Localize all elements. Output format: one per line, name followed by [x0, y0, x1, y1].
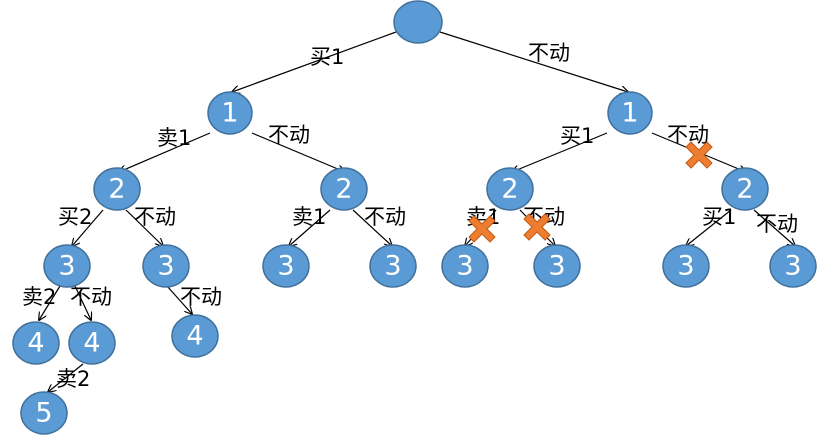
pruned-marks	[468, 141, 713, 243]
edge-l2a-l3b	[125, 209, 163, 246]
cross-icon	[685, 141, 713, 169]
tree-node: 4	[68, 321, 116, 365]
node-label: 3	[58, 251, 75, 282]
tree-node: 1	[207, 91, 253, 135]
edge-label: 不动	[180, 285, 222, 309]
edge-label: 不动	[528, 41, 570, 65]
edge-l4b-l5a	[48, 363, 84, 392]
node-label: 3	[157, 251, 174, 282]
edge-l3b-l4c	[166, 285, 192, 314]
node-label: 2	[335, 174, 352, 205]
edge-label: 卖2	[22, 285, 56, 309]
tree-node: 3	[142, 244, 190, 288]
node-label: 5	[35, 398, 52, 429]
edge-label: 买1	[702, 205, 736, 229]
edge-l1L-l2a	[119, 132, 211, 172]
tree-node: 3	[533, 244, 581, 288]
edge-label: 买2	[58, 205, 92, 229]
node-label: 3	[677, 251, 694, 282]
edge-label: 不动	[268, 123, 310, 147]
tree-node-root	[393, 0, 443, 44]
node-label: 3	[384, 251, 401, 282]
tree-node: 3	[43, 244, 91, 288]
node-label: 1	[621, 98, 638, 129]
tree-node: 2	[721, 167, 769, 211]
tree-node: 3	[441, 244, 489, 288]
edge-l2b-l3d	[352, 209, 392, 246]
edge-root-l1-right	[439, 31, 628, 92]
node-label: 3	[784, 251, 801, 282]
node-label: 3	[277, 251, 294, 282]
node-label: 4	[186, 321, 203, 352]
tree-node: 4	[171, 314, 219, 358]
tree-node: 3	[262, 244, 310, 288]
node-label: 2	[501, 174, 518, 205]
node-label: 1	[221, 98, 238, 129]
edge-l2b-l3c	[289, 209, 331, 246]
edge-label: 卖1	[292, 205, 326, 229]
tree-node: 2	[93, 167, 141, 211]
edge-root-l1-left	[232, 31, 397, 92]
edge-label: 不动	[134, 205, 176, 229]
edge-label: 不动	[70, 285, 112, 309]
edge-label: 买1	[560, 124, 594, 148]
edge-label: 不动	[756, 212, 798, 236]
node-label: 3	[548, 251, 565, 282]
cross-icon	[523, 213, 551, 241]
edge-l3a-l4a	[39, 285, 61, 320]
edge-l1R-l2c	[512, 132, 608, 172]
edge-l2d-l3g	[686, 209, 732, 246]
node-label: 3	[456, 251, 473, 282]
edge-l2a-l3a	[72, 209, 104, 246]
edge-label: 不动	[667, 123, 709, 147]
tree-node: 3	[662, 244, 710, 288]
edge-label: 卖1	[157, 126, 191, 150]
node-label: 4	[83, 328, 100, 359]
edge-l2d-l3h	[753, 209, 795, 246]
tree-node: 4	[12, 321, 60, 365]
nodes: 1 1 2 2 2 2 3 3	[12, 0, 817, 435]
node-label: 4	[27, 328, 44, 359]
edge-l3a-l4b	[74, 285, 91, 320]
edge-label: 不动	[364, 205, 406, 229]
tree-node: 3	[769, 244, 817, 288]
tree-node: 2	[486, 167, 534, 211]
tree-node: 5	[20, 391, 68, 435]
edge-l1L-l2b	[251, 132, 345, 172]
tree-node: 2	[320, 167, 368, 211]
edge-label: 买1	[310, 45, 344, 69]
edge-label: 卖2	[56, 367, 90, 391]
tree-node: 1	[607, 91, 653, 135]
tree-node: 3	[369, 244, 417, 288]
cross-icon	[468, 215, 496, 243]
node-label: 2	[108, 174, 125, 205]
edge-labels: 买1 不动 卖1 不动 买1 不动 买2 不动 卖1 不动 卖1 不动 买1 不…	[22, 41, 798, 391]
node-label: 2	[736, 174, 753, 205]
